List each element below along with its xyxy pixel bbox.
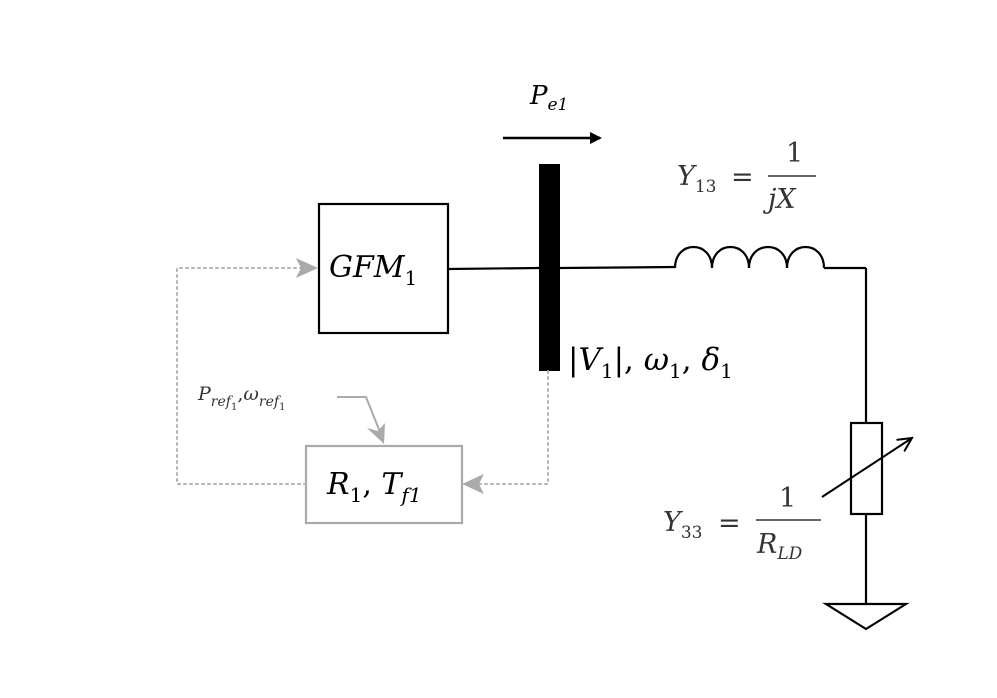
gfm-label: GFM1 (329, 250, 417, 290)
reference-inputs-arrow (337, 396, 381, 433)
variable-resistor-arrow (821, 438, 912, 498)
bus-to-line-wire (559, 265, 676, 270)
reference-inputs-arrowhead (367, 423, 385, 444)
svg-text:Y33: Y33 (663, 507, 702, 543)
svg-text:jX: jX (763, 184, 797, 215)
bus-bar (539, 164, 560, 371)
bus-label: |V1|, ω1, δ1 (568, 342, 733, 383)
measurement-arrowhead (462, 474, 484, 494)
gfm-to-bus-wire (447, 266, 540, 271)
control-signal-arrowhead (296, 258, 318, 278)
svg-text:=: = (731, 162, 754, 193)
control-signal-line (176, 267, 307, 485)
load-admittance-label: Y33 = 1 RLD (663, 483, 821, 564)
svg-text:Y13: Y13 (677, 161, 716, 197)
svg-text:RLD: RLD (756, 529, 803, 564)
reference-inputs-label: Pref1,ωref1 (197, 383, 285, 413)
power-flow-label: Pe1 (529, 81, 568, 115)
line-admittance-label: Y13 = 1 jX (677, 138, 816, 215)
controller-label: R1, Tf1 (326, 467, 422, 507)
svg-text:1: 1 (786, 138, 803, 169)
line-inductor (673, 245, 826, 269)
svg-text:=: = (718, 508, 741, 539)
measurement-feedback-line (469, 370, 549, 485)
svg-text:1: 1 (779, 483, 796, 514)
controller-block (304, 444, 464, 525)
ground-icon (822, 602, 910, 631)
